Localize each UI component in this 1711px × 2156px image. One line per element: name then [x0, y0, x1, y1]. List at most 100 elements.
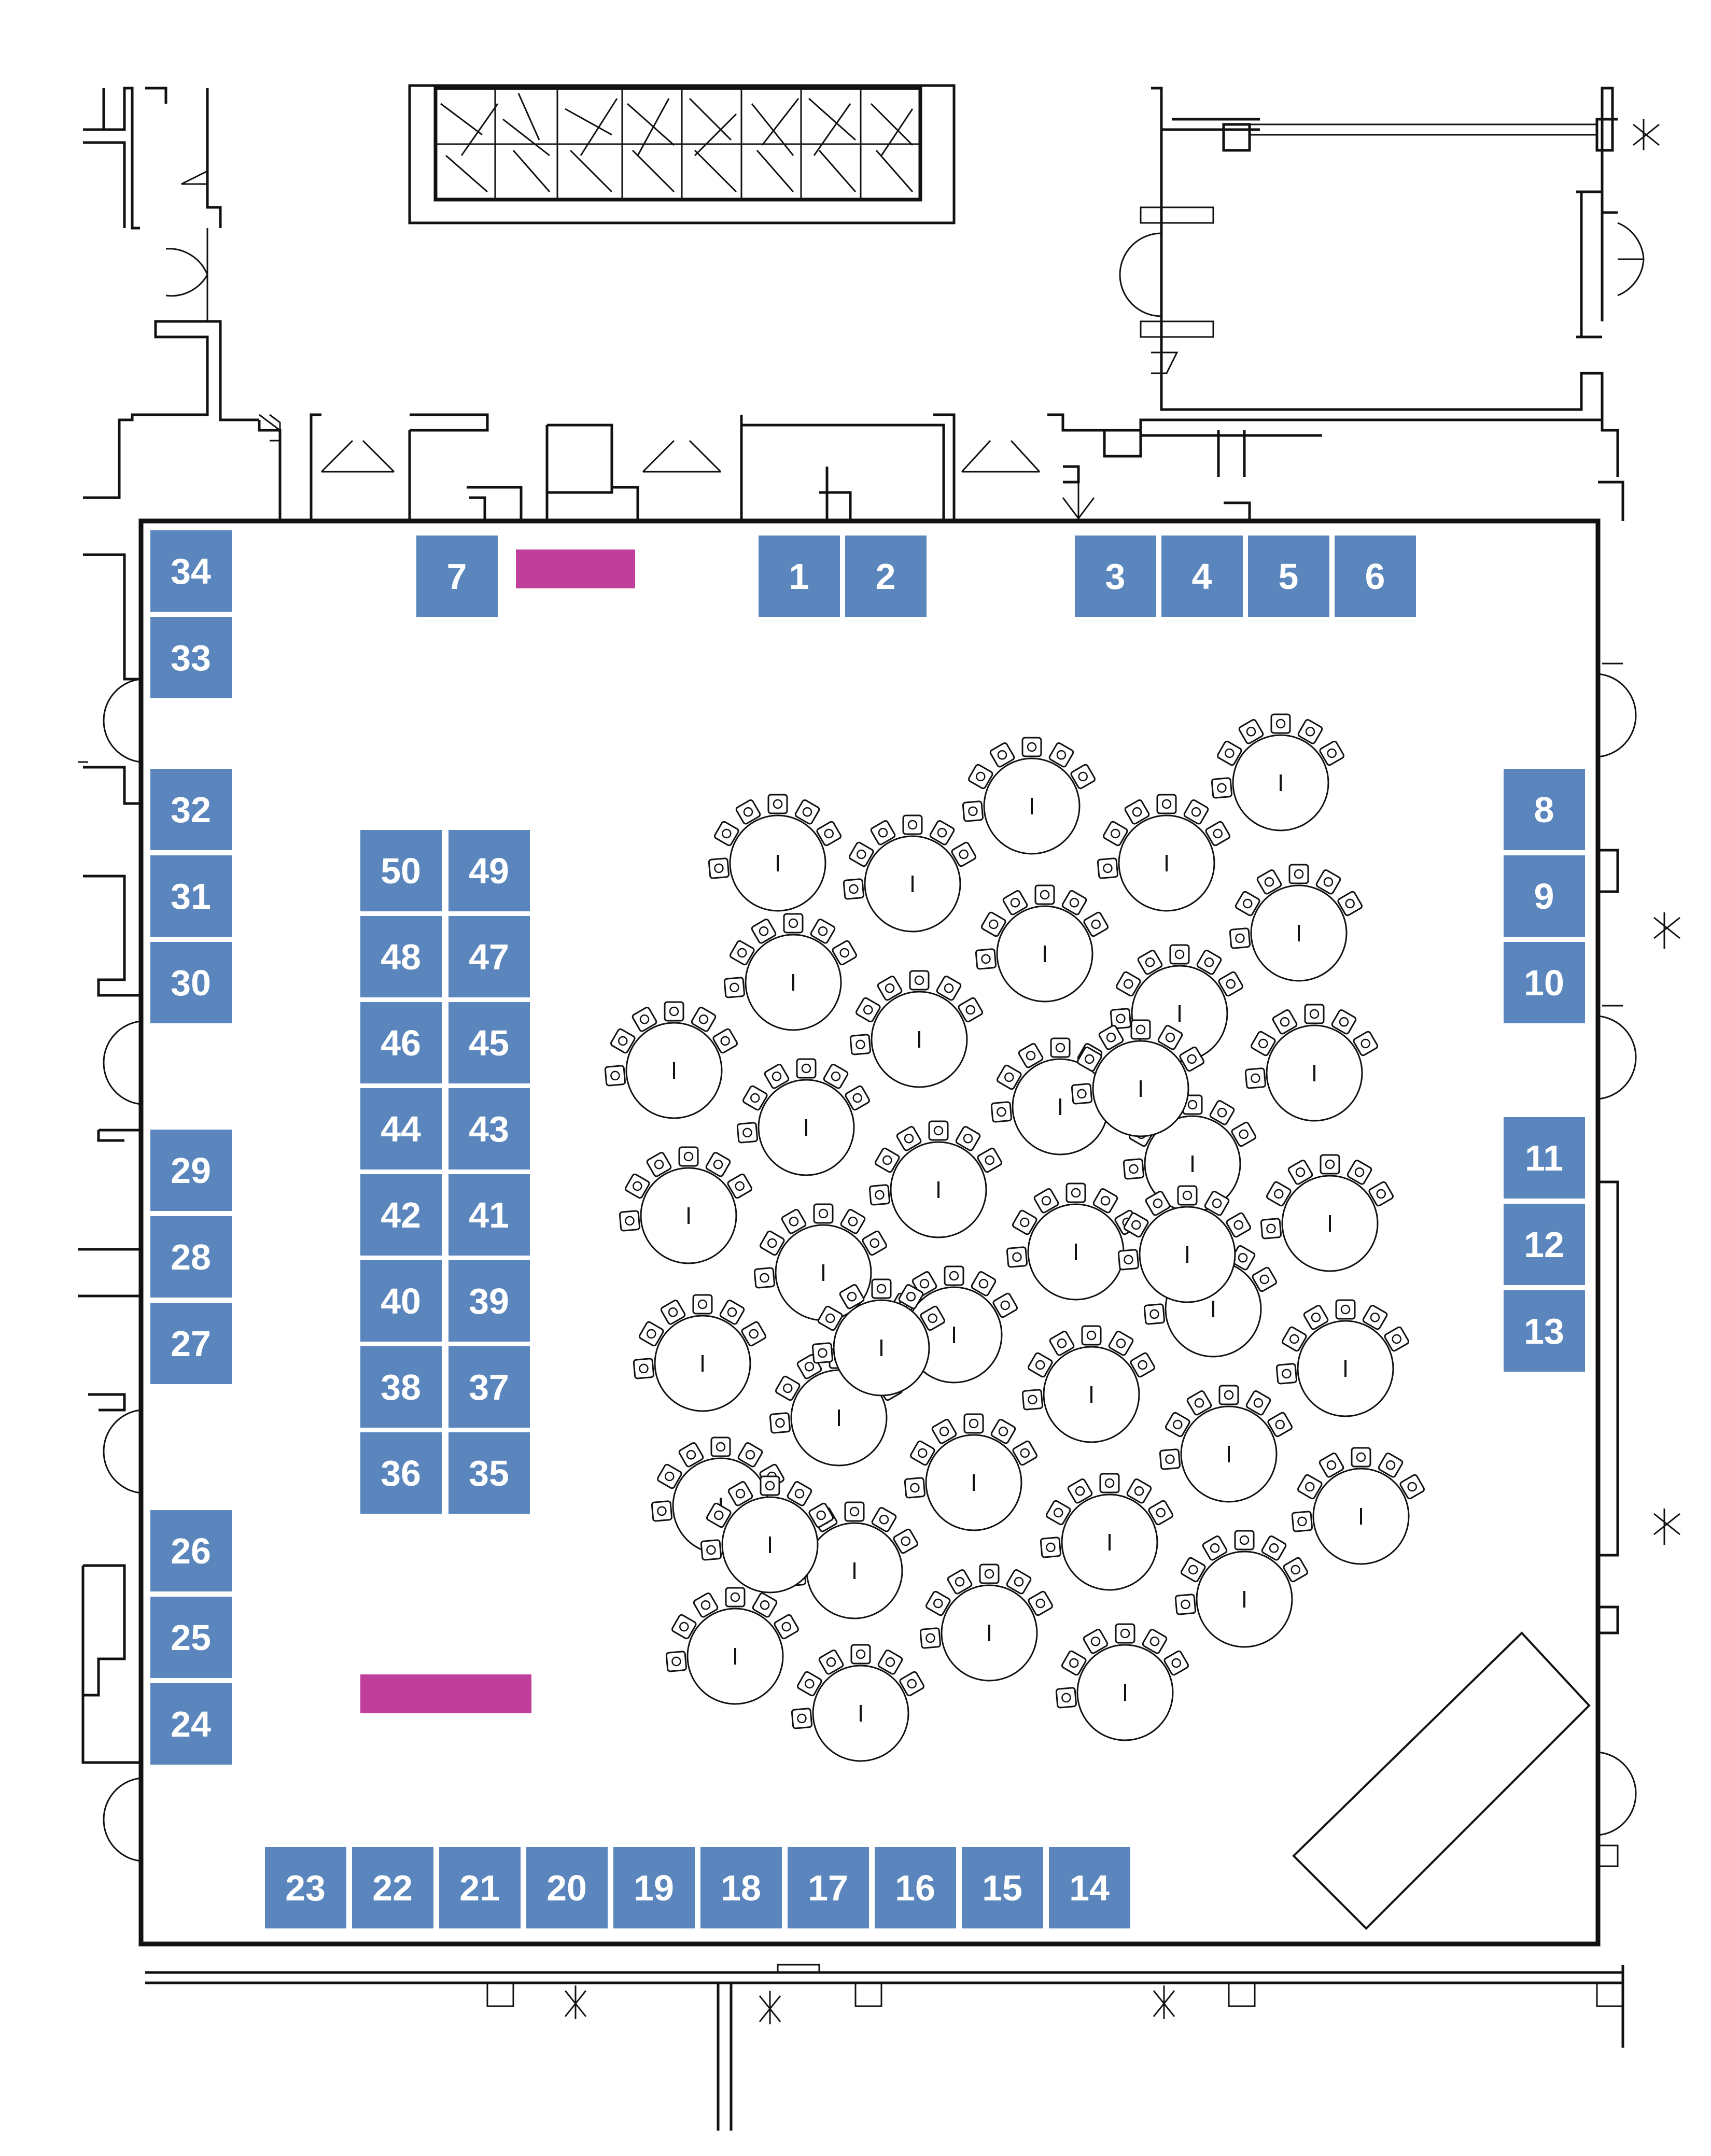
booth-17[interactable]: 17	[788, 1847, 869, 1928]
booth-38[interactable]: 38	[360, 1346, 442, 1428]
chair	[1099, 1473, 1120, 1493]
booth-48[interactable]: 48	[360, 916, 442, 997]
booth-27[interactable]: 27	[150, 1303, 232, 1384]
booth-25[interactable]: 25	[150, 1597, 232, 1678]
round-table[interactable]	[1211, 713, 1344, 832]
booth-29[interactable]: 29	[150, 1130, 232, 1211]
round-table[interactable]	[1040, 1473, 1173, 1591]
chair	[1244, 1067, 1267, 1089]
booth-19[interactable]: 19	[613, 1847, 695, 1928]
booth-32[interactable]: 32	[150, 769, 232, 850]
chair	[1353, 1031, 1378, 1056]
booth-30[interactable]: 30	[150, 942, 232, 1023]
booth-13-label: 13	[1524, 1311, 1564, 1351]
booth-36[interactable]: 36	[360, 1432, 442, 1514]
booth-35[interactable]: 35	[448, 1432, 530, 1514]
round-table[interactable]	[723, 913, 857, 1031]
round-table[interactable]	[1174, 1530, 1308, 1648]
round-table[interactable]	[1071, 1019, 1204, 1137]
booth-2[interactable]: 2	[845, 536, 927, 617]
round-table[interactable]	[604, 1001, 738, 1119]
round-table[interactable]	[811, 1278, 945, 1397]
booth-12[interactable]: 12	[1504, 1204, 1585, 1285]
round-table[interactable]	[708, 794, 842, 912]
round-table[interactable]	[849, 970, 983, 1088]
round-table[interactable]	[1275, 1299, 1409, 1417]
booth-23[interactable]: 23	[265, 1847, 346, 1928]
round-table[interactable]	[1229, 864, 1363, 982]
booth-21[interactable]: 21	[439, 1847, 521, 1928]
round-table[interactable]	[919, 1563, 1053, 1682]
round-table[interactable]	[1055, 1623, 1189, 1741]
booth-4[interactable]: 4	[1161, 536, 1243, 617]
round-table[interactable]	[619, 1146, 752, 1264]
chair	[1040, 1537, 1062, 1558]
booth-47[interactable]: 47	[448, 916, 530, 997]
round-table[interactable]	[975, 884, 1109, 1003]
round-table[interactable]	[665, 1587, 799, 1705]
booth-50[interactable]: 50	[360, 830, 442, 911]
round-table[interactable]	[1159, 1385, 1293, 1503]
booth-41[interactable]: 41	[448, 1174, 530, 1256]
round-table[interactable]	[990, 1037, 1124, 1155]
booth-33[interactable]: 33	[150, 617, 232, 698]
booth-39[interactable]: 39	[448, 1260, 530, 1342]
chair	[1002, 890, 1028, 915]
booth-10[interactable]: 10	[1504, 942, 1585, 1023]
chair	[1252, 1266, 1277, 1292]
booth-24[interactable]: 24	[150, 1683, 232, 1765]
round-table[interactable]	[1244, 1004, 1378, 1122]
round-table[interactable]	[1291, 1447, 1425, 1565]
booth-45[interactable]: 45	[448, 1002, 530, 1083]
chair	[862, 1230, 887, 1256]
round-table[interactable]	[1021, 1325, 1155, 1443]
booth-43[interactable]: 43	[448, 1088, 530, 1169]
booth-13[interactable]: 13	[1504, 1290, 1585, 1372]
round-table[interactable]	[904, 1413, 1037, 1531]
booth-42[interactable]: 42	[360, 1174, 442, 1256]
round-table[interactable]	[633, 1294, 766, 1412]
booth-6[interactable]: 6	[1335, 536, 1416, 617]
booth-8[interactable]: 8	[1504, 769, 1585, 850]
booth-31[interactable]: 31	[150, 855, 232, 937]
chair	[947, 1569, 973, 1595]
round-table[interactable]	[843, 814, 976, 933]
chair	[610, 1028, 636, 1054]
round-table[interactable]	[791, 1644, 924, 1762]
booth-26[interactable]: 26	[150, 1510, 232, 1591]
booth-3[interactable]: 3	[1075, 536, 1156, 617]
booth-5[interactable]: 5	[1248, 536, 1329, 617]
round-table[interactable]	[736, 1058, 870, 1176]
booth-20[interactable]: 20	[526, 1847, 608, 1928]
booth-7[interactable]: 7	[416, 536, 498, 617]
chair	[813, 1203, 834, 1224]
round-table[interactable]	[1117, 1185, 1251, 1303]
chair	[700, 1539, 722, 1561]
round-table[interactable]	[1260, 1154, 1394, 1272]
booth-22[interactable]: 22	[352, 1847, 433, 1928]
round-table[interactable]	[962, 737, 1096, 855]
booth-28[interactable]: 28	[150, 1216, 232, 1298]
round-table[interactable]	[700, 1475, 834, 1594]
booth-14[interactable]: 14	[1049, 1847, 1130, 1928]
chair	[839, 1284, 865, 1309]
round-table[interactable]	[868, 1120, 1002, 1238]
booth-16[interactable]: 16	[875, 1847, 956, 1928]
round-table[interactable]	[1110, 944, 1243, 1062]
booth-1[interactable]: 1	[759, 536, 840, 617]
booth-37[interactable]: 37	[448, 1346, 530, 1428]
round-table[interactable]	[1097, 794, 1230, 912]
booth-11[interactable]: 11	[1504, 1117, 1585, 1199]
chair	[1319, 1453, 1344, 1478]
chair	[990, 1101, 1013, 1123]
booth-9[interactable]: 9	[1504, 855, 1585, 937]
booth-44[interactable]: 44	[360, 1088, 442, 1169]
booth-18[interactable]: 18	[700, 1847, 782, 1928]
chair	[958, 997, 983, 1023]
booth-46[interactable]: 46	[360, 1002, 442, 1083]
booth-34[interactable]: 34	[150, 530, 232, 612]
booth-15[interactable]: 15	[962, 1847, 1043, 1928]
round-table[interactable]	[1006, 1182, 1140, 1301]
booth-40[interactable]: 40	[360, 1260, 442, 1342]
booth-49[interactable]: 49	[448, 830, 530, 911]
